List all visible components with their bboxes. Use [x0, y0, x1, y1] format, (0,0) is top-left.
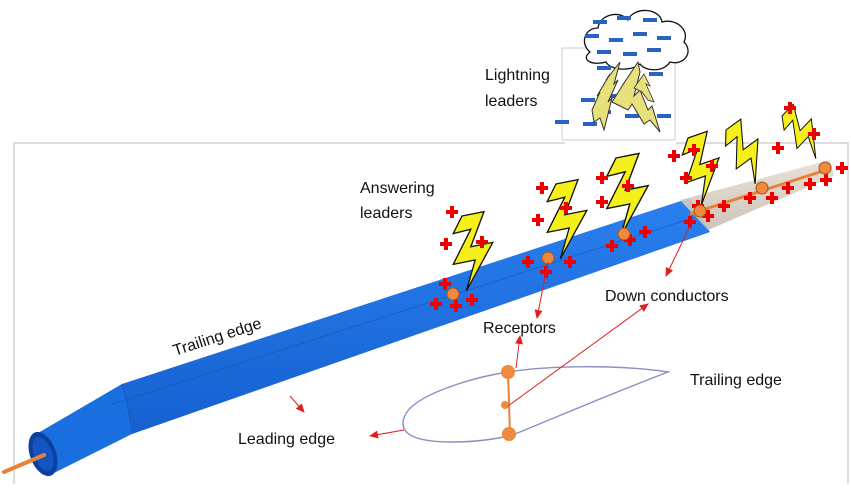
negative-charge-icon [657, 114, 671, 118]
positive-charge-icon [804, 178, 816, 190]
answering-leaders-label: Answering leaders [360, 180, 439, 222]
positive-charge-icon [440, 238, 452, 250]
positive-charge-icon [718, 200, 730, 212]
positive-charge-icon [744, 192, 756, 204]
positive-charge-icon [522, 256, 534, 268]
negative-charge-icon [657, 36, 671, 40]
arrow-leading-edge-blade [289, 395, 305, 413]
airfoil-cross-section [402, 365, 671, 443]
lightning-bolt-icon [724, 118, 759, 185]
arrow-down-conductor-1 [665, 225, 691, 277]
receptor-dot-icon [502, 427, 516, 441]
lightning-bolt-icon [451, 210, 495, 292]
lightning-bolt-icon [781, 103, 817, 159]
arrow-down-conductor-2 [507, 303, 649, 407]
positive-charge-icon [766, 192, 778, 204]
answering-leader-bolts [451, 103, 817, 292]
negative-charge-icon [609, 38, 623, 42]
annotation-arrows [289, 225, 691, 439]
negative-charge-icon [607, 94, 621, 98]
positive-charge-icon [439, 278, 451, 290]
lightning-leaders-graphic [591, 60, 661, 133]
lightning-bolt-icon [545, 178, 589, 260]
positive-charge-icon [450, 300, 462, 312]
positive-charge-icon [639, 226, 651, 238]
arrow-receptor-2 [515, 335, 523, 369]
frame-border [13, 142, 849, 484]
negative-charge-icon [633, 32, 647, 36]
positive-charge-icon [836, 162, 848, 174]
positive-charge-group [430, 102, 848, 312]
receptor-dot-icon [755, 181, 769, 195]
negative-charge-icon [555, 120, 569, 124]
positive-charge-icon [606, 240, 618, 252]
positive-charge-icon [772, 142, 784, 154]
positive-charge-icon [624, 234, 636, 246]
positive-charge-icon [536, 182, 548, 194]
negative-charge-icon [647, 48, 661, 52]
negative-charge-icon [623, 52, 637, 56]
positive-charge-icon [820, 174, 832, 186]
positive-charge-icon [784, 102, 796, 114]
down-conductors-label: Down conductors [605, 288, 729, 305]
negative-charge-icon [581, 98, 595, 102]
positive-charge-icon [706, 160, 718, 172]
positive-charge-icon [782, 182, 794, 194]
leading-edge-label: Leading edge [238, 431, 335, 448]
negative-charge-icon [649, 72, 663, 76]
airfoil-trailing-edge-label: Trailing edge [690, 372, 782, 389]
positive-charge-icon [684, 216, 696, 228]
positive-charge-icon [596, 196, 608, 208]
positive-charge-icon [808, 128, 820, 140]
lightning-leaders-label: Lightning leaders [485, 67, 554, 110]
receptors-label: Receptors [483, 320, 556, 337]
positive-charge-icon [466, 294, 478, 306]
negative-charge-icon [593, 20, 607, 24]
negative-charge-icon [617, 16, 631, 20]
positive-charge-icon [564, 256, 576, 268]
positive-charge-icon [596, 172, 608, 184]
positive-charge-icon [680, 172, 692, 184]
positive-charge-icon [688, 144, 700, 156]
positive-charge-icon [532, 214, 544, 226]
negative-charge-icon [597, 66, 611, 70]
arrow-leading-edge-airfoil [369, 429, 405, 439]
positive-charge-icon [430, 298, 442, 310]
lightning-bolt-icon [605, 152, 650, 237]
receptor-dot-icon [501, 365, 515, 379]
receptor-dot-icon [617, 227, 631, 241]
positive-charge-icon [668, 150, 680, 162]
negative-charge-icon [597, 50, 611, 54]
negative-charge-icon [585, 34, 599, 38]
positive-charge-icon [446, 206, 458, 218]
receptor-dot-icon [501, 401, 509, 409]
negative-charge-icon [625, 114, 639, 118]
storm-cloud-icon [561, 9, 689, 141]
negative-charge-icon [583, 122, 597, 126]
positive-charge-icon [560, 202, 572, 214]
arrow-receptor-1 [534, 261, 549, 319]
positive-charge-icon [476, 236, 488, 248]
receptor-dot-icon [446, 287, 460, 301]
positive-charge-icon [622, 180, 634, 192]
receptor-dot-icon [818, 161, 832, 175]
negative-charge-icon [643, 18, 657, 22]
positive-charge-icon [702, 210, 714, 222]
receptor-dot-icon [693, 204, 707, 218]
